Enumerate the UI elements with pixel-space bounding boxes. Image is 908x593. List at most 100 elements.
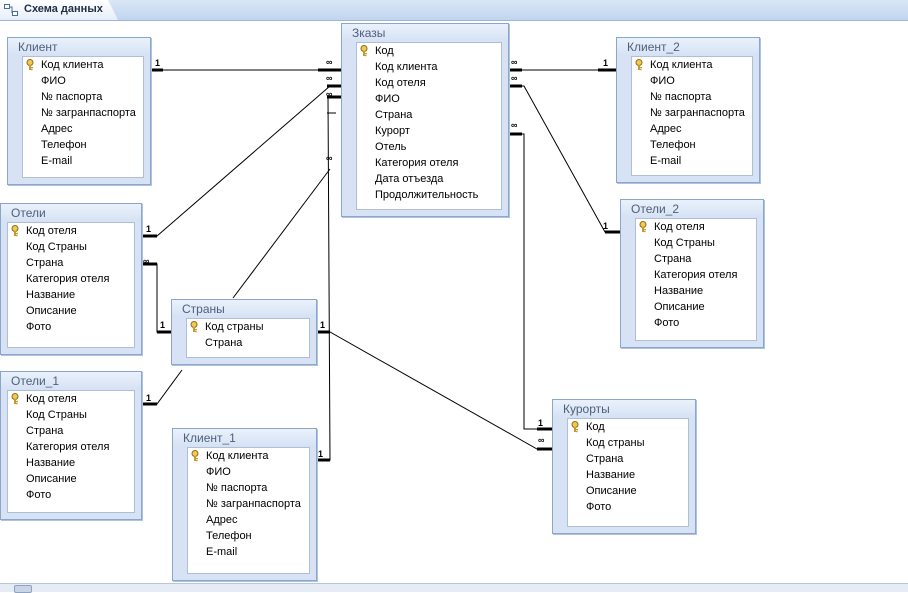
primary-key-field[interactable]: Код [357,43,501,59]
field-row[interactable]: Страна [357,107,501,123]
field-row[interactable]: Категория отеля [8,439,134,455]
primary-key-field[interactable]: Код отеля [636,219,756,235]
field-row[interactable]: № загранпаспорта [188,496,309,512]
table-title[interactable]: Клиент_2 [617,38,759,56]
field-row[interactable]: Описание [8,303,134,319]
tab-data-schema[interactable]: Схема данных [0,0,118,20]
field-row[interactable]: Фото [8,319,134,335]
field-row[interactable]: Дата отъезда [357,171,501,187]
field-row[interactable]: Страна [636,251,756,267]
field-row[interactable]: Отель [357,139,501,155]
relationships-canvas[interactable]: 1 ∞ ∞ 1 ∞ ∞ ∞ ∞ ∞ 1 1 ∞ 1 1 1 1 ∞ 1 Клие… [0,21,908,583]
field-name: Название [586,469,636,481]
field-row[interactable]: Код клиента [357,59,501,75]
field-name: Название [26,289,76,301]
field-row[interactable]: Телефон [188,528,309,544]
field-row[interactable]: ФИО [632,73,752,89]
field-row[interactable]: Адрес [23,121,143,137]
field-row[interactable]: Фото [568,499,688,515]
field-row[interactable]: Страна [8,423,134,439]
field-row[interactable]: Фото [636,315,756,331]
card-one: 1 [160,320,166,330]
field-row[interactable]: E-mail [188,544,309,560]
field-row[interactable]: Название [8,287,134,303]
field-row[interactable]: Продолжительность [357,187,501,203]
field-row[interactable]: Страна [187,335,309,351]
field-row[interactable]: Телефон [23,137,143,153]
table-title[interactable]: Отели_1 [1,372,141,390]
field-row[interactable]: Код Страны [8,239,134,255]
table-title[interactable]: Курорты [553,400,695,418]
field-row[interactable]: Категория отеля [357,155,501,171]
table-title[interactable]: Отели_2 [621,200,763,218]
primary-key-field[interactable]: Код страны [187,319,309,335]
field-row[interactable]: № паспорта [23,89,143,105]
rel-klient1-zakazy [316,96,331,461]
field-row[interactable]: ФИО [357,91,501,107]
field-row[interactable]: Название [8,455,134,471]
field-row[interactable]: E-mail [632,153,752,169]
field-row[interactable]: Описание [568,483,688,499]
field-row[interactable]: ФИО [188,464,309,480]
field-row[interactable]: Категория отеля [636,267,756,283]
field-row[interactable]: № загранпаспорта [23,105,143,121]
card-many: ∞ [511,120,518,130]
field-row[interactable]: Фото [8,487,134,503]
primary-key-field[interactable]: Код отеля [8,391,134,407]
field-row[interactable]: Страна [568,451,688,467]
primary-key-field[interactable]: Код клиента [188,448,309,464]
field-row[interactable]: Описание [8,471,134,487]
table-title[interactable]: Клиент_1 [173,429,316,447]
field-row[interactable]: ФИО [23,73,143,89]
rel-zakazy-kurorty [518,133,552,430]
field-row[interactable]: Код Страны [636,235,756,251]
field-row[interactable]: Описание [636,299,756,315]
primary-key-field[interactable]: Код [568,419,688,435]
table-title[interactable]: Отели [1,204,141,222]
field-row[interactable]: E-mail [23,153,143,169]
primary-key-field[interactable]: Код клиента [23,57,143,73]
table-title[interactable]: Зказы [342,24,508,42]
field-row[interactable]: Код отеля [357,75,501,91]
field-name: Страна [654,253,692,265]
field-row[interactable]: № паспорта [632,89,752,105]
field-row[interactable]: Название [636,283,756,299]
field-row[interactable]: Код Страны [8,407,134,423]
field-row[interactable]: Категория отеля [8,271,134,287]
field-row[interactable]: Адрес [632,121,752,137]
table-title[interactable]: Клиент [8,38,150,56]
primary-key-field[interactable]: Код клиента [632,57,752,73]
scrollbar-thumb[interactable] [14,585,32,593]
primary-key-field[interactable]: Код отеля [8,223,134,239]
field-row[interactable]: № паспорта [188,480,309,496]
field-row[interactable]: Страна [8,255,134,271]
field-row[interactable]: Код страны [568,435,688,451]
field-row[interactable]: № загранпаспорта [632,105,752,121]
field-row[interactable]: Адрес [188,512,309,528]
table-title[interactable]: Страны [172,300,316,318]
field-name: ФИО [375,93,400,105]
field-name: Код клиента [650,59,713,71]
field-row[interactable]: Название [568,467,688,483]
field-name: ФИО [206,466,231,478]
field-row[interactable]: Курорт [357,123,501,139]
field-row[interactable]: Телефон [632,137,752,153]
